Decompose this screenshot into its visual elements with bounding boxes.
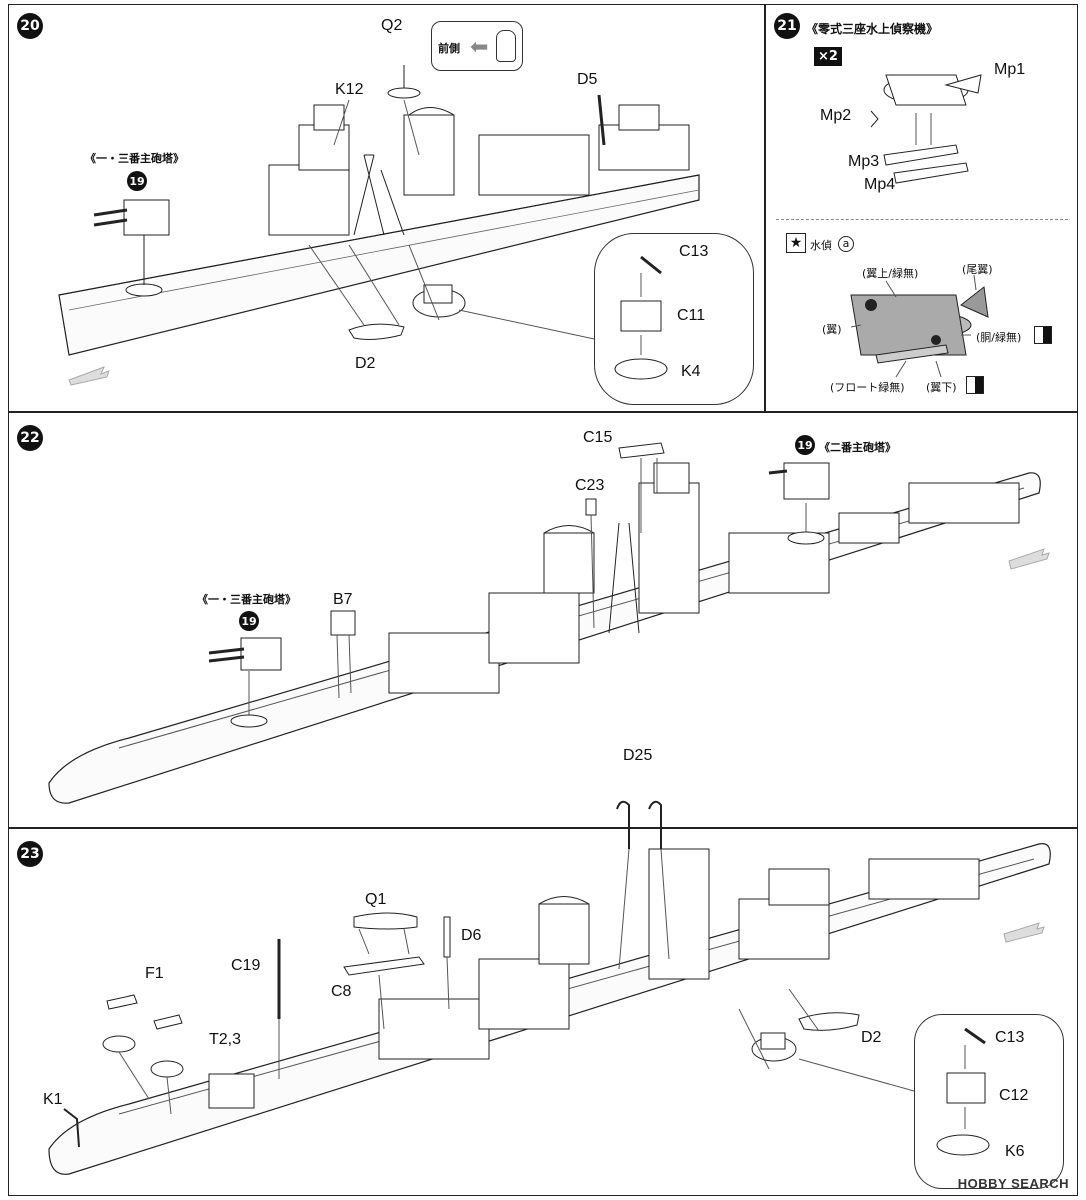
turret-note-22-second: 《二番主砲塔》 (819, 441, 896, 454)
paint-chip-icon-fuselage (1034, 326, 1052, 344)
step-20-panel: 20 (8, 4, 765, 412)
paint-label-float: (フロート緑無) (830, 381, 905, 394)
part-label-d2-23: D2 (861, 1029, 882, 1046)
part-label-c13-23: C13 (995, 1029, 1025, 1046)
step-badge-20: 20 (17, 13, 43, 39)
step-badge-21: 21 (774, 13, 800, 39)
paint-label-wing-upper: (翼上/緑無) (862, 267, 919, 280)
aircraft-exploded-drawing (870, 74, 982, 184)
watermark-text: HOBBY SEARCH (957, 1176, 1069, 1191)
part-label-f1: F1 (145, 965, 164, 982)
part-label-d6: D6 (461, 927, 482, 944)
part-label-b7: B7 (333, 591, 353, 608)
ship-bow-icon (496, 30, 516, 62)
step-23-panel: 23 (8, 747, 1078, 1196)
part-label-c23: C23 (575, 477, 605, 494)
part-label-mp1: Mp1 (994, 61, 1026, 78)
arrow-left-icon: ⬅ (470, 35, 489, 60)
part-label-mp2: Mp2 (820, 107, 852, 124)
paint-label-wing-lower: (翼下) (926, 381, 957, 394)
paint-label-tail: (尾翼) (962, 263, 993, 276)
part-label-mp3: Mp3 (848, 153, 880, 170)
step-22-panel: 22 (8, 412, 1078, 828)
decal-note: 水偵 (810, 239, 832, 252)
part-label-d5: D5 (577, 71, 598, 88)
turret-ref-badge-20: 19 (127, 171, 147, 191)
part-label-q2: Q2 (381, 17, 403, 34)
decal-ref: a (838, 236, 854, 252)
ship-hull-drawing-20 (58, 65, 700, 386)
step-badge-23: 23 (17, 841, 43, 867)
turret-ref-badge-22-second: 19 (795, 435, 815, 455)
paint-label-fuselage: (胴/緑無) (976, 331, 1022, 344)
aircraft-paint-drawing (850, 274, 989, 378)
part-label-t23: T2,3 (209, 1031, 242, 1048)
part-label-k1: K1 (43, 1091, 63, 1108)
part-label-d25: D25 (623, 747, 653, 764)
turret-note-20: 《一・三番主砲塔》 (85, 152, 184, 165)
star-paint-icon: ★ (786, 233, 806, 253)
ship-hull-drawing-22 (48, 442, 1050, 804)
detail-parts-drawing-23 (936, 1027, 990, 1156)
front-label: 前側 (438, 42, 460, 55)
part-label-c8: C8 (331, 983, 352, 1000)
part-label-c12: C12 (999, 1087, 1029, 1104)
paint-label-wing: (翼) (822, 323, 842, 336)
detail-parts-drawing-20 (614, 255, 668, 380)
quantity-badge: ×2 (814, 47, 842, 66)
aircraft-title: 《零式三座水上偵察機》 (806, 22, 939, 36)
front-direction-box: 前側 ⬅ (431, 21, 523, 71)
part-label-d2: D2 (355, 355, 376, 372)
part-label-k6: K6 (1005, 1143, 1025, 1160)
step-21-panel: 21 《零式三座水上偵察機》 ×2 Mp1 Mp2 Mp3 Mp4 ★ 水偵 a… (765, 4, 1078, 412)
part-label-c11: C11 (677, 307, 706, 324)
part-label-k4: K4 (681, 363, 701, 380)
section-divider (776, 219, 1068, 220)
turret-ref-badge-22-front: 19 (239, 611, 259, 631)
ship-hull-drawing-23 (48, 800, 1051, 1175)
part-label-k12: K12 (335, 81, 364, 98)
step-badge-22: 22 (17, 425, 43, 451)
part-label-c19: C19 (231, 957, 261, 974)
part-label-mp4: Mp4 (864, 176, 896, 193)
part-label-c13-20: C13 (679, 243, 709, 260)
part-label-c15: C15 (583, 429, 613, 446)
detail-box-23 (914, 1014, 1064, 1189)
part-label-q1: Q1 (365, 891, 387, 908)
paint-chip-icon-wing-lower (966, 376, 984, 394)
turret-note-22-front: 《一・三番主砲塔》 (197, 593, 296, 606)
